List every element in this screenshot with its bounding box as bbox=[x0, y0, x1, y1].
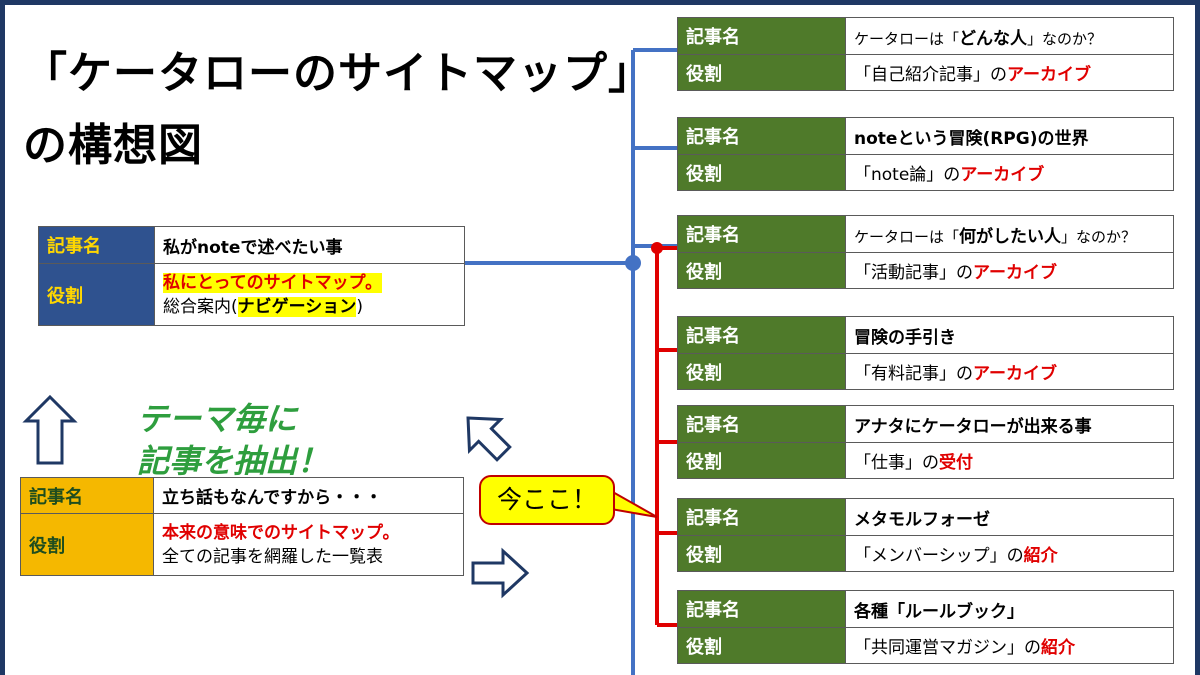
role-text: 「共同運営マガジン」の bbox=[854, 638, 1041, 658]
article-name-label: 記事名 bbox=[677, 117, 846, 155]
name-main: 各種「ルールブック」 bbox=[854, 601, 1024, 622]
name-main: noteという冒険(RPG)の世界 bbox=[854, 128, 1089, 149]
right-card-7: 記事名各種「ルールブック」 役割「共同運営マガジン」の紹介 bbox=[677, 590, 1174, 664]
right-card-role: 「メンバーシップ」の紹介 bbox=[845, 535, 1174, 572]
right-card-role: 「note論」のアーカイブ bbox=[845, 154, 1174, 191]
right-card-name: 各種「ルールブック」 bbox=[845, 590, 1174, 628]
role-text: 「自己紹介記事」の bbox=[854, 65, 1007, 85]
title-line-2: の構想図 bbox=[23, 120, 203, 171]
article-name-label: 記事名 bbox=[677, 17, 846, 55]
red-connectors bbox=[651, 242, 677, 627]
name-main: どんな人 bbox=[959, 28, 1028, 49]
name-main: 冒険の手引き bbox=[854, 327, 956, 348]
role-highlight: アーカイブ bbox=[1007, 65, 1091, 85]
article-name-label: 記事名 bbox=[677, 215, 846, 253]
role-label: 役割 bbox=[677, 353, 846, 390]
right-card-role: 「自己紹介記事」のアーカイブ bbox=[845, 54, 1174, 91]
name-suffix: 」なのか？ bbox=[1061, 227, 1137, 246]
role-label: 役割 bbox=[677, 252, 846, 289]
right-card-1: 記事名ケータローは「どんな人」なのか？ 役割「自己紹介記事」のアーカイブ bbox=[677, 17, 1174, 91]
role-highlight: 紹介 bbox=[1041, 638, 1075, 658]
name-main: 何がしたい人 bbox=[959, 226, 1062, 247]
right-card-name: ケータローは「何がしたい人」なのか？ bbox=[845, 215, 1174, 253]
bottom-card-name: 立ち話もなんですから・・・ bbox=[153, 477, 464, 514]
role-text: 「メンバーシップ」の bbox=[854, 546, 1024, 566]
name-prefix: ケータローは「 bbox=[854, 29, 960, 48]
role-label: 役割 bbox=[38, 263, 155, 326]
role-highlight: アーカイブ bbox=[973, 263, 1057, 283]
name-suffix: 」なのか？ bbox=[1027, 29, 1103, 48]
role-text: 「note論」の bbox=[854, 165, 961, 185]
role-highlight: アーカイブ bbox=[973, 364, 1057, 384]
role-highlight: 紹介 bbox=[1023, 546, 1058, 566]
right-card-role: 「有料記事」のアーカイブ bbox=[845, 353, 1174, 390]
center-card-role-line2a: 総合案内( bbox=[163, 296, 238, 317]
title-line-1: 「ケータローのサイトマップ」 bbox=[23, 48, 653, 99]
center-card: 記事名 私がnoteで述べたい事 役割 私にとってのサイトマップ。 総合案内(ナ… bbox=[38, 226, 465, 326]
name-main: アナタにケータローが出来る事 bbox=[854, 416, 1092, 437]
right-card-name: ケータローは「どんな人」なのか？ bbox=[845, 17, 1174, 55]
bottom-card-role: 本来の意味でのサイトマップ。 全ての記事を網羅した一覧表 bbox=[153, 513, 464, 576]
center-card-role-line1: 私にとってのサイトマップ。 bbox=[163, 272, 383, 293]
role-text: 「有料記事」の bbox=[854, 364, 973, 384]
theme-text: テーマ毎に 記事を抽出！ bbox=[137, 398, 329, 482]
role-label: 役割 bbox=[677, 535, 846, 572]
center-card-role-line2c: ) bbox=[356, 296, 363, 317]
role-label: 役割 bbox=[677, 442, 846, 479]
name-prefix: ケータローは「 bbox=[854, 227, 960, 246]
upright-arrow-icon bbox=[466, 416, 512, 462]
bottom-card-role-line1: 本来の意味でのサイトマップ。 bbox=[162, 522, 400, 543]
right-card-2: 記事名 noteという冒険(RPG)の世界 役割「note論」のアーカイブ bbox=[677, 117, 1174, 191]
right-card-name: noteという冒険(RPG)の世界 bbox=[845, 117, 1174, 155]
current-location-callout: 今ここ！ bbox=[479, 475, 615, 525]
role-label: 役割 bbox=[20, 513, 154, 576]
article-name-label: 記事名 bbox=[677, 405, 846, 443]
center-card-role: 私にとってのサイトマップ。 総合案内(ナビゲーション) bbox=[154, 263, 465, 326]
role-text: 「仕事」の bbox=[854, 453, 939, 473]
role-label: 役割 bbox=[677, 154, 846, 191]
right-card-name: メタモルフォーゼ bbox=[845, 498, 1174, 536]
right-card-role: 「共同運営マガジン」の紹介 bbox=[845, 627, 1174, 664]
role-highlight: アーカイブ bbox=[960, 165, 1045, 185]
right-card-3: 記事名ケータローは「何がしたい人」なのか？ 役割「活動記事」のアーカイブ bbox=[677, 215, 1174, 289]
article-name-label: 記事名 bbox=[20, 477, 154, 514]
connector-layer bbox=[22, 44, 689, 675]
theme-line-2: 記事を抽出！ bbox=[137, 442, 330, 480]
bottom-card-role-line2: 全ての記事を網羅した一覧表 bbox=[162, 546, 383, 567]
center-card-name: 私がnoteで述べたい事 bbox=[154, 226, 465, 264]
center-card-role-line2b: ナビゲーション bbox=[237, 296, 357, 317]
role-highlight: 受付 bbox=[939, 453, 973, 473]
article-name-label: 記事名 bbox=[677, 590, 846, 628]
right-card-4: 記事名冒険の手引き 役割「有料記事」のアーカイブ bbox=[677, 316, 1174, 390]
bottom-card: 記事名 立ち話もなんですから・・・ 役割 本来の意味でのサイトマップ。 全ての記… bbox=[20, 477, 464, 576]
right-card-name: アナタにケータローが出来る事 bbox=[845, 405, 1174, 443]
junction-dot bbox=[625, 255, 641, 271]
right-card-6: 記事名メタモルフォーゼ 役割「メンバーシップ」の紹介 bbox=[677, 498, 1174, 572]
theme-line-1: テーマ毎に bbox=[137, 400, 298, 438]
right-card-name: 冒険の手引き bbox=[845, 316, 1174, 354]
article-name-label: 記事名 bbox=[38, 226, 155, 264]
right-card-role: 「仕事」の受付 bbox=[845, 442, 1174, 479]
right-card-role: 「活動記事」のアーカイブ bbox=[845, 252, 1174, 289]
right-arrow-icon bbox=[471, 547, 530, 599]
up-arrow-icon bbox=[22, 394, 78, 465]
right-card-5: 記事名アナタにケータローが出来る事 役割「仕事」の受付 bbox=[677, 405, 1174, 479]
role-label: 役割 bbox=[677, 627, 846, 664]
role-text: 「活動記事」の bbox=[854, 263, 973, 283]
article-name-label: 記事名 bbox=[677, 316, 846, 354]
name-main: メタモルフォーゼ bbox=[854, 509, 990, 530]
role-label: 役割 bbox=[677, 54, 846, 91]
article-name-label: 記事名 bbox=[677, 498, 846, 536]
